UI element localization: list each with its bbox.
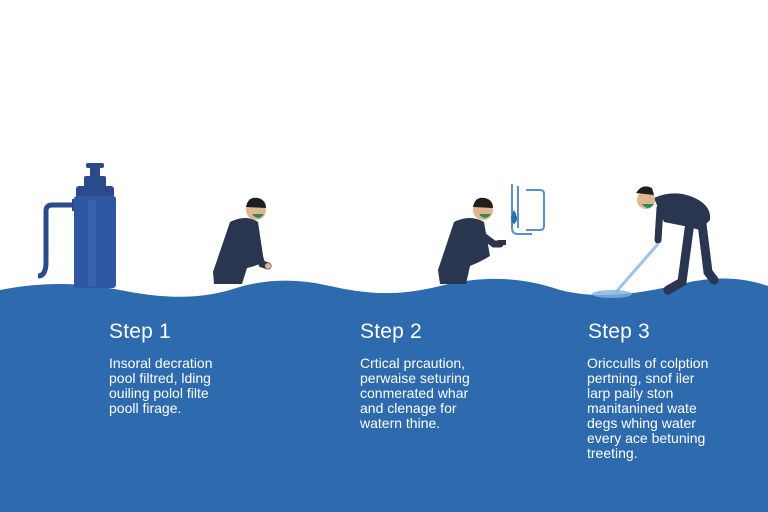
step-1-description: Insoral decration pool filtred, lding ou…: [109, 356, 259, 416]
step-1-line: ouiling polol filte: [109, 385, 209, 401]
step-3-line: degs whing water: [587, 415, 696, 431]
worker-with-phone-icon: [438, 197, 506, 284]
step-2-title: Step 2: [360, 320, 422, 343]
step-2-line: perwaise seturing: [360, 370, 470, 386]
step-2-line: Crtical prcaution,: [360, 355, 466, 371]
step-3-line: every ace betuning: [587, 430, 706, 446]
step-1-title: Step 1: [109, 320, 171, 343]
step-3-title: Step 3: [588, 320, 650, 343]
step-3-line: manitanined wate: [587, 400, 697, 416]
pool-filter-tank-icon: [37, 163, 116, 288]
step-1-line: pooll firage.: [109, 400, 182, 416]
step-2-line: and clenage for: [360, 400, 457, 416]
worker-cleaning-pool-icon: [592, 186, 719, 298]
step-3-line: Oricculls of colption: [587, 355, 709, 371]
step-3-line: larp paily ston: [587, 385, 674, 401]
step-1-line: pool filtred, lding: [109, 370, 211, 386]
step-3-line: pertning, snof iler: [587, 370, 695, 386]
worker-inspecting-icon: [213, 197, 272, 284]
water-drop-sensor-icon: [511, 184, 545, 235]
step-1-line: Insoral decration: [109, 355, 213, 371]
step-3-line: treeting.: [587, 445, 638, 461]
water-wave: [0, 278, 768, 512]
step-2-description: Crtical prcaution, perwaise seturing con…: [360, 356, 510, 431]
step-3-description: Oricculls of colption pertning, snof ile…: [587, 356, 737, 461]
step-2-line: conmerated whar: [360, 385, 469, 401]
step-2-line: watern thine.: [360, 415, 441, 431]
